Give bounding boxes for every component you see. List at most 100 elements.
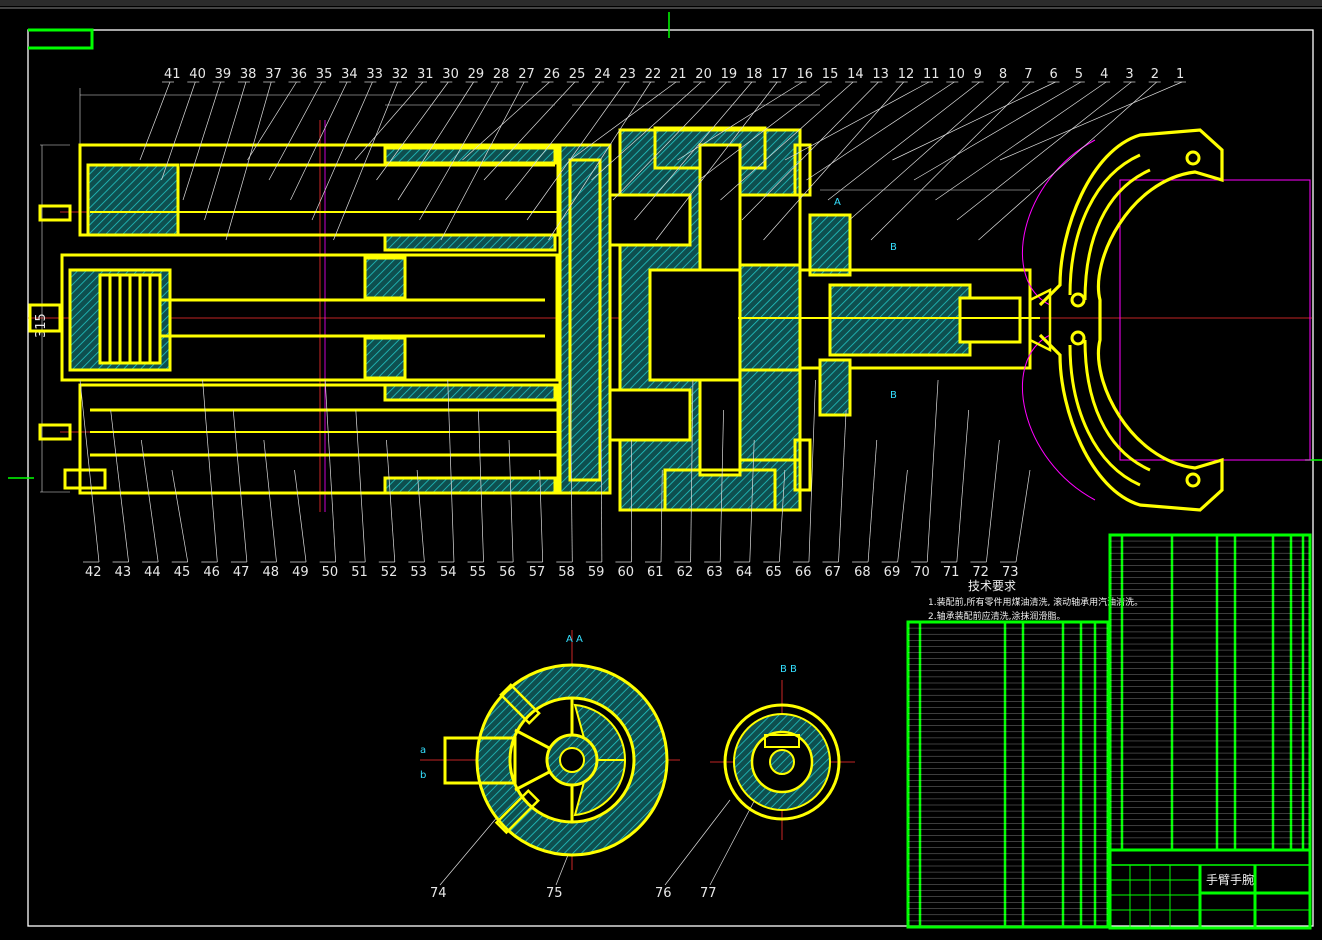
section-view-b: B B [723,664,841,821]
callout-21: 21 [670,67,687,82]
callout-18: 18 [746,67,763,82]
callout-14: 14 [847,67,864,82]
callout-30: 30 [442,67,459,82]
callout-29: 29 [468,67,485,82]
callout-60: 60 [617,565,634,580]
section-a-title: A A [566,634,583,645]
callout-67: 67 [825,565,842,580]
callout-73: 73 [1002,565,1019,580]
callout-17: 17 [771,67,788,82]
callout-75: 75 [546,886,563,901]
callout-76: 76 [655,886,672,901]
callout-1: 1 [1176,67,1184,82]
menu-bar[interactable] [0,0,1322,6]
callout-4: 4 [1100,67,1108,82]
section-b-title: B B [780,664,797,675]
tech-note-2: 2.轴承装配前应清洗,涂抹润滑脂。 [928,610,1065,622]
callout-31: 31 [417,67,434,82]
callout-3: 3 [1125,67,1133,82]
callout-64: 64 [736,565,753,580]
callout-52: 52 [381,565,398,580]
callout-54: 54 [440,565,457,580]
marker-b-small: b [420,770,426,781]
callout-8: 8 [999,67,1007,82]
callout-23: 23 [619,67,636,82]
callout-40: 40 [189,67,206,82]
callout-61: 61 [647,565,664,580]
callout-45: 45 [174,565,191,580]
callout-6: 6 [1050,67,1058,82]
callout-26: 26 [544,67,561,82]
arm-assembly-section [28,126,1040,512]
tech-note-1: 1.装配前,所有零件用煤油清洗, 滚动轴承用汽油清洗。 [928,596,1143,608]
callout-43: 43 [115,565,132,580]
callout-35: 35 [316,67,333,82]
gripper-fingers [1021,128,1311,512]
drawing-frame [0,7,1322,927]
callout-36: 36 [291,67,308,82]
callout-51: 51 [351,565,368,580]
section-view-a: A A a b [420,634,669,857]
callout-71: 71 [943,565,960,580]
callout-15: 15 [822,67,839,82]
callout-38: 38 [240,67,257,82]
callout-44: 44 [144,565,161,580]
leader-lines [79,81,1186,886]
section-marker-a: A [834,197,841,208]
callout-47: 47 [233,565,250,580]
callout-7: 7 [1024,67,1032,82]
callout-56: 56 [499,565,516,580]
callout-27: 27 [518,67,535,82]
callout-53: 53 [410,565,427,580]
marker-a-small: a [420,745,426,756]
callout-55: 55 [470,565,487,580]
dimension-lines [40,88,1030,493]
callout-50: 50 [322,565,339,580]
callout-74: 74 [430,886,447,901]
callout-12: 12 [898,67,915,82]
callout-59: 59 [588,565,605,580]
dimension-315: 315 [34,313,49,338]
callout-46: 46 [203,565,220,580]
callout-58: 58 [558,565,575,580]
bom-table-left [906,620,1110,929]
title-block: 手臂手腕 [1108,848,1312,930]
callout-11: 11 [923,67,940,82]
callout-33: 33 [366,67,383,82]
callout-70: 70 [913,565,930,580]
section-marker-b-lower: B [890,390,897,401]
callout-77: 77 [700,886,717,901]
callout-20: 20 [695,67,712,82]
callout-37: 37 [265,67,282,82]
title-block-name: 手臂手腕 [1206,872,1254,887]
callout-10: 10 [948,67,965,82]
callout-42: 42 [85,565,102,580]
bom-table-right [1108,533,1312,852]
callout-69: 69 [884,565,901,580]
callout-63: 63 [706,565,723,580]
callout-62: 62 [677,565,694,580]
callout-2: 2 [1151,67,1159,82]
callout-16: 16 [797,67,814,82]
callout-13: 13 [872,67,889,82]
section-marker-b: B [890,242,897,253]
callout-68: 68 [854,565,871,580]
callout-72: 72 [972,565,989,580]
callout-49: 49 [292,565,309,580]
callout-57: 57 [529,565,546,580]
callout-5: 5 [1075,67,1083,82]
callout-32: 32 [392,67,409,82]
callout-41: 41 [164,67,181,82]
callout-19: 19 [721,67,738,82]
callout-65: 65 [765,565,782,580]
callout-39: 39 [215,67,232,82]
callout-24: 24 [594,67,611,82]
callout-22: 22 [645,67,662,82]
tech-requirements-title: 技术要求 [968,579,1016,593]
callout-66: 66 [795,565,812,580]
callout-25: 25 [569,67,586,82]
callout-34: 34 [341,67,358,82]
